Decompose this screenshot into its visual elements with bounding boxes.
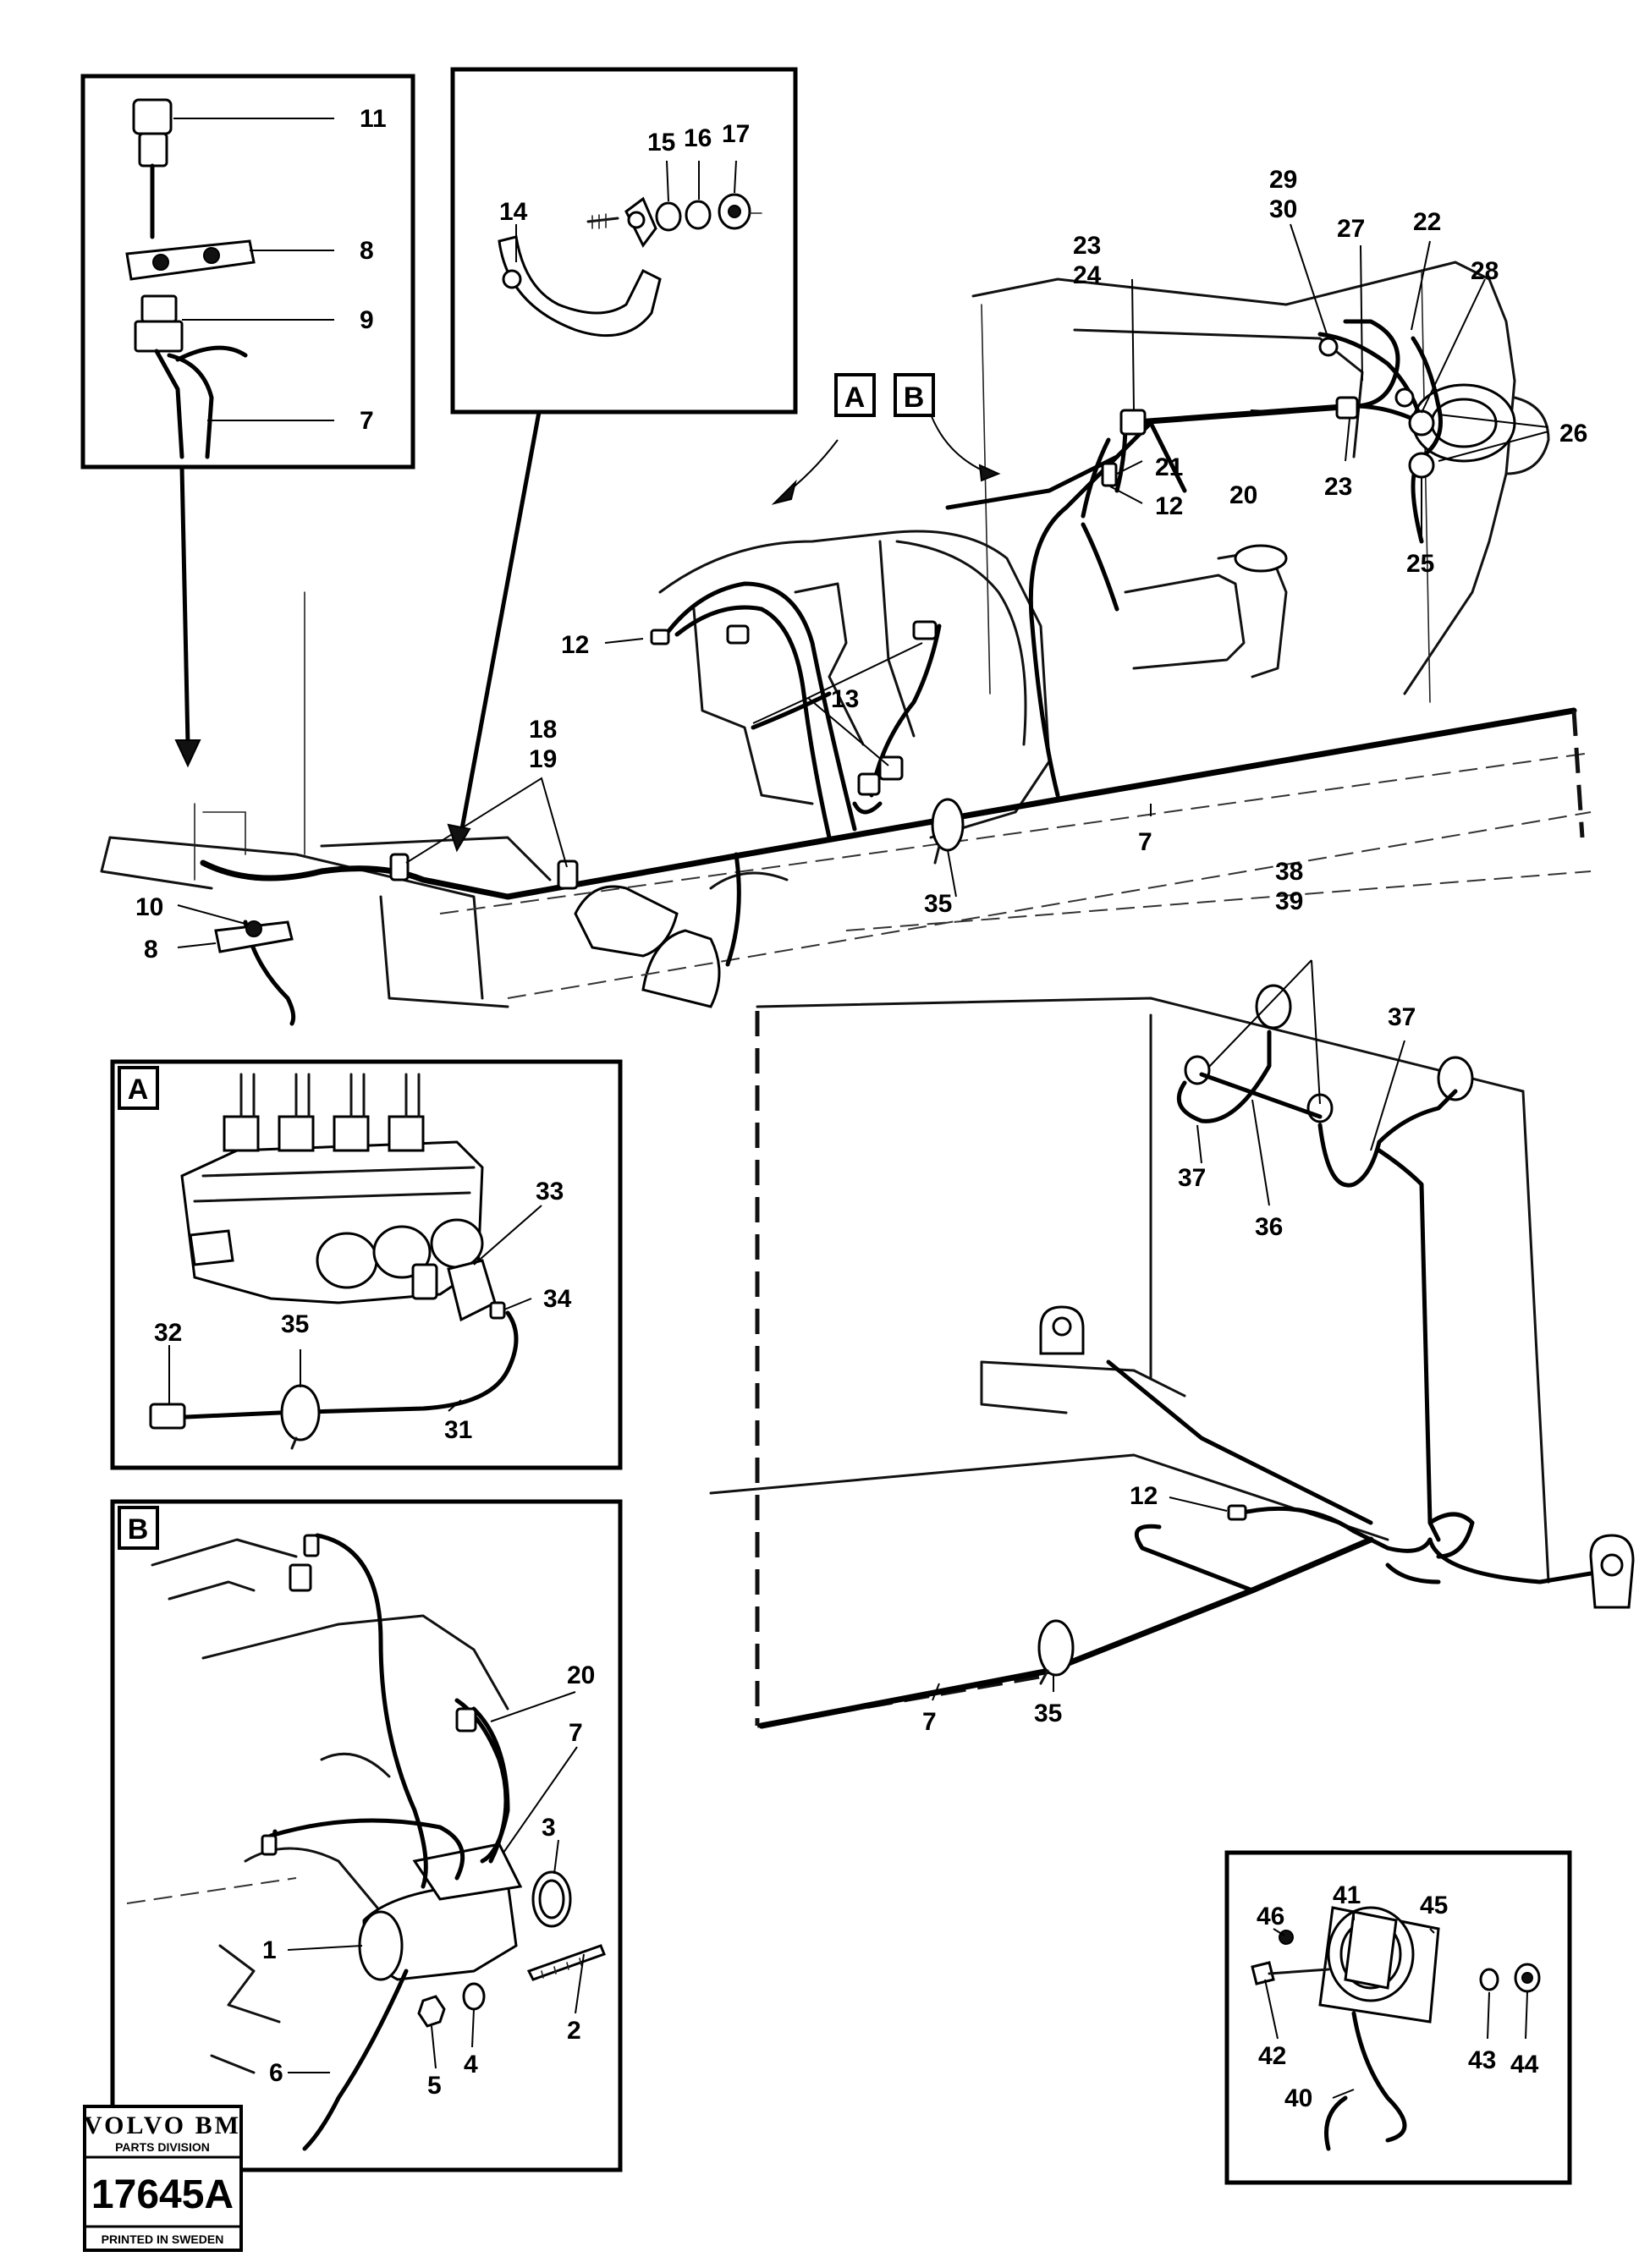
main-harness-7 xyxy=(200,707,1577,900)
gearbox-harness-branches xyxy=(657,420,1153,967)
callout-29: 29 xyxy=(1269,166,1297,194)
callout-37: 37 xyxy=(1388,1003,1416,1031)
callout-22: 22 xyxy=(1413,208,1441,236)
callout-37: 37 xyxy=(1178,1164,1206,1192)
callout-12: 12 xyxy=(561,631,589,659)
view-tag-b-inset-text: B xyxy=(128,1513,149,1546)
callout-5: 5 xyxy=(427,2072,442,2100)
callout-44: 44 xyxy=(1510,2051,1539,2079)
callout-12: 12 xyxy=(1130,1482,1158,1510)
callout-38: 38 xyxy=(1275,858,1303,886)
leader-lines xyxy=(168,118,1549,2099)
view-tag-a-inset-text: A xyxy=(128,1074,149,1106)
callout-3: 3 xyxy=(542,1814,556,1842)
view-a-arrowhead xyxy=(771,479,797,505)
callout-40: 40 xyxy=(1284,2084,1312,2112)
callout-35: 35 xyxy=(281,1310,309,1338)
frame-rails xyxy=(100,591,1592,1008)
callout-7: 7 xyxy=(922,1708,937,1736)
callout-41: 41 xyxy=(1333,1881,1361,1909)
stamp-printed: PRINTED IN SWEDEN xyxy=(102,2232,224,2246)
callout-45: 45 xyxy=(1420,1892,1448,1919)
inset-sensor-detail xyxy=(80,74,415,768)
inset-bracket-detail xyxy=(447,67,798,853)
callout-36: 36 xyxy=(1255,1213,1283,1241)
callout-20: 20 xyxy=(567,1661,595,1689)
callout-33: 33 xyxy=(536,1178,564,1205)
callout-2: 2 xyxy=(567,2017,581,2045)
callout-4: 4 xyxy=(464,2051,478,2079)
callout-7: 7 xyxy=(569,1719,583,1747)
harness-continuation xyxy=(1571,710,1585,838)
volvo-bm-stamp: VOLVO BM PARTS DIVISION 17645A PRINTED I… xyxy=(83,2105,243,2252)
callout-14: 14 xyxy=(499,198,528,226)
callout-43: 43 xyxy=(1468,2046,1496,2074)
callout-8: 8 xyxy=(144,936,158,964)
callout-35: 35 xyxy=(1034,1700,1062,1727)
sensor-bracket-8-10 xyxy=(214,920,294,953)
callout-31: 31 xyxy=(444,1416,472,1444)
stamp-number: 17645A xyxy=(91,2172,234,2217)
callout-8: 8 xyxy=(360,237,374,265)
callout-42: 42 xyxy=(1258,2042,1286,2070)
rear-frame-section xyxy=(709,984,1635,1729)
view-tag-a-main: A xyxy=(834,373,876,417)
callout-10: 10 xyxy=(135,893,163,921)
callout-46: 46 xyxy=(1257,1903,1284,1930)
callout-7: 7 xyxy=(1138,828,1152,856)
callout-15: 15 xyxy=(647,129,675,157)
callout-26: 26 xyxy=(1559,420,1587,448)
callout-18: 18 xyxy=(529,716,557,744)
view-tag-b-main-text: B xyxy=(904,382,925,414)
callout-25: 25 xyxy=(1406,550,1434,578)
stamp-brand: VOLVO BM xyxy=(84,2111,241,2139)
harness-clips-18-19 xyxy=(389,777,579,890)
view-b-arrowhead xyxy=(978,464,1001,482)
callout-6: 6 xyxy=(269,2059,283,2087)
engine-top-harness-20 xyxy=(1081,319,1443,544)
callout-34: 34 xyxy=(543,1285,572,1313)
callout-21: 21 xyxy=(1155,453,1183,481)
inset-view-a: A xyxy=(110,1059,623,1470)
callout-23: 23 xyxy=(1324,473,1352,501)
callout-32: 32 xyxy=(154,1319,182,1347)
inset-view-b: B xyxy=(110,1499,623,2172)
view-b-arrow xyxy=(930,414,991,475)
callout-17: 17 xyxy=(722,120,750,148)
inset-connector-bracket xyxy=(1224,1850,1572,2185)
callout-11: 11 xyxy=(360,105,387,133)
callout-35: 35 xyxy=(924,890,952,918)
callout-30: 30 xyxy=(1269,195,1297,223)
callout-39: 39 xyxy=(1275,887,1303,915)
callout-13: 13 xyxy=(831,685,859,713)
callout-9: 9 xyxy=(360,306,374,334)
callout-1: 1 xyxy=(262,1936,277,1964)
callout-12: 12 xyxy=(1155,492,1183,520)
callout-19: 19 xyxy=(529,745,557,773)
callout-23: 23 xyxy=(1073,232,1101,260)
view-tag-a-main-text: A xyxy=(844,382,866,414)
stamp-division: PARTS DIVISION xyxy=(115,2140,210,2154)
callout-20: 20 xyxy=(1229,481,1257,509)
callout-16: 16 xyxy=(684,124,712,152)
callout-7: 7 xyxy=(360,407,374,435)
callout-28: 28 xyxy=(1471,257,1499,285)
callout-27: 27 xyxy=(1337,215,1365,243)
callout-labels: 11 8 9 7 14 15 16 17 29 30 27 22 23 24 2… xyxy=(135,105,1587,2112)
callout-24: 24 xyxy=(1073,261,1102,289)
view-tag-b-main: B xyxy=(894,373,935,417)
